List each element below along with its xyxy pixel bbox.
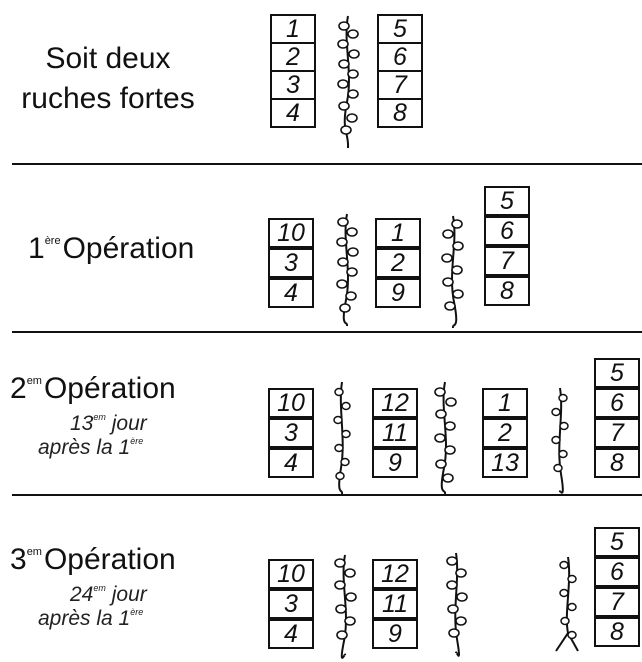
- frame: 1: [270, 14, 316, 44]
- frame: 9: [375, 278, 421, 308]
- section-operation-2: 2emOpération 13em jour après la 1ère 10 …: [0, 334, 642, 495]
- frame: 2: [270, 42, 316, 72]
- operation-1-ordinal: 1: [28, 232, 45, 265]
- bee-cluster: [333, 12, 363, 157]
- operation-1-sup: ère: [44, 235, 61, 247]
- frame: 4: [270, 98, 316, 128]
- operation-2-ordinal: 2: [10, 372, 27, 405]
- section-divider: [12, 494, 642, 496]
- frame: 10: [268, 388, 314, 418]
- frame: 5: [484, 186, 530, 216]
- bee-cluster: [430, 378, 460, 503]
- operation-1-word: Opération: [62, 232, 195, 265]
- operation-3-day: 24em jour: [70, 577, 147, 606]
- operation-3-after-text: après la 1: [38, 607, 131, 630]
- bee-cluster-drawing: [434, 381, 457, 495]
- frame: 3: [268, 248, 314, 278]
- section-operation-1: 1èreOpération 10 3 4 1 2 9: [0, 166, 642, 330]
- frame: 6: [484, 216, 530, 246]
- frame: 1: [482, 388, 528, 418]
- operation-2-day-word: jour: [111, 412, 147, 435]
- bee-cluster-drawing: [336, 213, 359, 327]
- operation-2-day: 13em jour: [70, 406, 147, 435]
- frame: 5: [594, 358, 640, 388]
- section-divider: [12, 331, 642, 333]
- section-divider: [12, 163, 642, 165]
- frame: 6: [594, 388, 640, 418]
- bee-cluster-drawing: [441, 215, 464, 329]
- frame: 9: [372, 619, 418, 649]
- frame: 10: [268, 218, 314, 248]
- frame: 10: [268, 559, 314, 589]
- frame: 8: [484, 276, 530, 306]
- section-initial: Soit deux ruches fortes 1 2 3 4 5 6 7 8: [0, 0, 642, 160]
- bee-cluster-drawing: [333, 381, 351, 495]
- bee-cluster-drawing: [334, 554, 357, 659]
- operation-3-day-sup: em: [93, 583, 106, 593]
- bee-cluster: [442, 549, 472, 660]
- frame: 12: [372, 559, 418, 589]
- frame: 8: [594, 617, 640, 647]
- frame: 6: [377, 42, 423, 72]
- bee-cluster: [548, 384, 572, 499]
- operation-3-day-number: 24: [70, 583, 94, 606]
- operation-2-label: 2emOpération: [10, 364, 176, 406]
- bee-cluster: [332, 210, 362, 335]
- operation-3-sup: em: [26, 546, 42, 558]
- frame: 2: [482, 418, 528, 448]
- frame: 5: [377, 14, 423, 44]
- frame: 1: [375, 218, 421, 248]
- bee-cluster: [438, 212, 468, 337]
- bee-cluster: [548, 553, 584, 658]
- operation-2-word: Opération: [43, 372, 176, 405]
- frame: 7: [377, 70, 423, 100]
- frame: 7: [594, 418, 640, 448]
- frame: 8: [594, 448, 640, 478]
- bee-cluster-drawing: [337, 15, 360, 149]
- operation-3-label: 3emOpération: [10, 535, 176, 577]
- frame: 12: [372, 388, 418, 418]
- operation-3-after: après la 1ère: [38, 601, 143, 630]
- operation-3-after-sup: ère: [130, 607, 144, 617]
- bee-cluster-drawing: [555, 556, 579, 652]
- operation-3-word: Opération: [43, 543, 176, 576]
- bee-cluster-drawing: [551, 387, 569, 494]
- bee-cluster: [330, 378, 354, 503]
- initial-label-line1: Soit deux: [45, 42, 171, 75]
- bee-cluster: [330, 551, 360, 662]
- operation-3-day-word: jour: [111, 583, 147, 606]
- frame: 3: [268, 589, 314, 619]
- operation-1-label: 1èreOpération: [28, 224, 194, 266]
- operation-2-sup: em: [26, 375, 42, 387]
- frame: 8: [377, 98, 423, 128]
- frame: 9: [372, 448, 418, 478]
- frame: 4: [268, 619, 314, 649]
- frame: 3: [270, 70, 316, 100]
- frame: 3: [268, 418, 314, 448]
- initial-label-line2: ruches fortes: [21, 82, 195, 115]
- operation-2-day-number: 13: [70, 412, 94, 435]
- frame: 4: [268, 448, 314, 478]
- frame: 11: [372, 418, 418, 448]
- frame: 11: [372, 589, 418, 619]
- frame: 7: [594, 587, 640, 617]
- operation-2-after-sup: ère: [130, 436, 144, 446]
- frame: 5: [594, 527, 640, 557]
- frame: 4: [268, 278, 314, 308]
- frame: 7: [484, 246, 530, 276]
- frame: 13: [482, 448, 528, 478]
- frame: 6: [594, 557, 640, 587]
- operation-2-day-sup: em: [93, 412, 106, 422]
- frame: 2: [375, 248, 421, 278]
- operation-2-after: après la 1ère: [38, 430, 143, 459]
- section-operation-3: 3emOpération 24em jour après la 1ère 10 …: [0, 497, 642, 660]
- bee-cluster-drawing: [446, 552, 468, 657]
- operation-2-after-text: après la 1: [38, 436, 131, 459]
- operation-3-ordinal: 3: [10, 543, 27, 576]
